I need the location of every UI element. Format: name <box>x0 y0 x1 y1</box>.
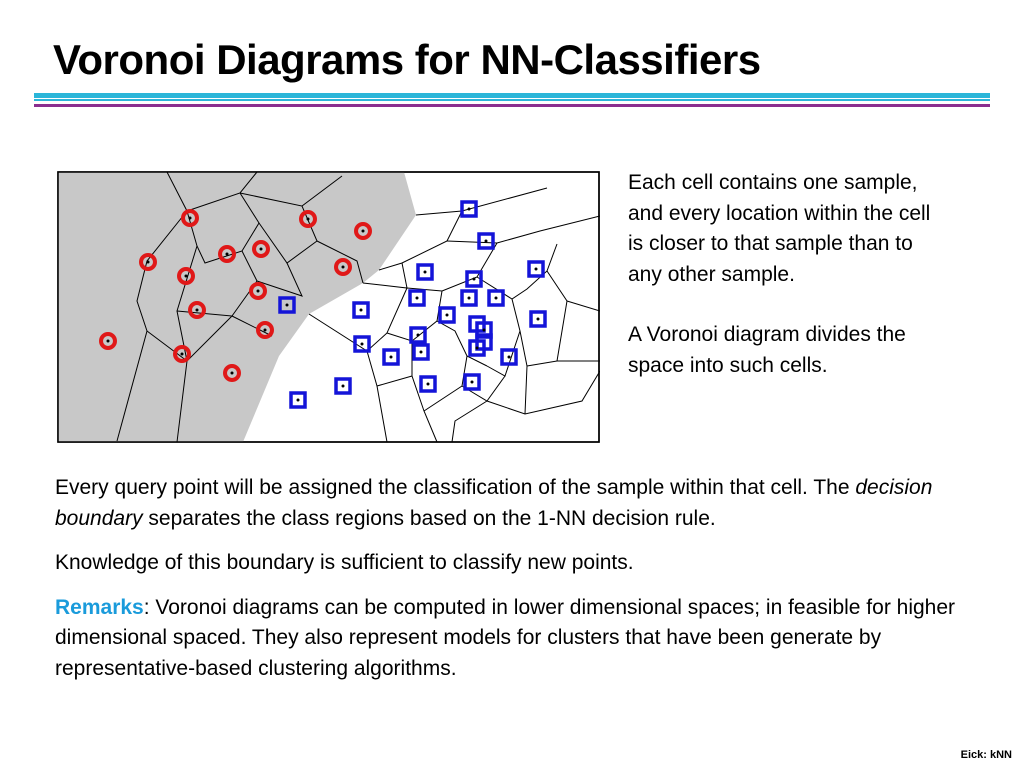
title-underline-cyan-thin <box>34 99 990 101</box>
class-a-marker <box>173 345 191 363</box>
class-b-marker <box>416 263 434 281</box>
body-text: Every query point will be assigned the c… <box>55 473 975 698</box>
decision-boundary-term: decision boundary <box>55 476 933 530</box>
class-b-marker <box>419 375 437 393</box>
class-b-marker <box>529 310 547 328</box>
body-paragraph-2: Knowledge of this boundary is sufficient… <box>55 551 634 574</box>
class-b-marker <box>278 296 296 314</box>
class-b-marker <box>352 301 370 319</box>
class-b-marker <box>475 321 493 339</box>
title-underline-purple <box>34 104 990 107</box>
class-b-marker <box>468 339 486 357</box>
class-a-marker <box>354 222 372 240</box>
class-b-marker <box>460 289 478 307</box>
class-b-marker <box>412 343 430 361</box>
side-description: Each cell contains one sample, and every… <box>628 168 938 381</box>
class-a-samples <box>99 209 372 382</box>
class-b-marker <box>382 348 400 366</box>
remarks-label: Remarks <box>55 595 144 619</box>
class-b-marker <box>409 326 427 344</box>
class-b-marker <box>289 391 307 409</box>
class-b-marker <box>463 373 481 391</box>
class-a-marker <box>99 332 117 350</box>
class-b-marker <box>487 289 505 307</box>
body-paragraph-1: Every query point will be assigned the c… <box>55 473 975 534</box>
class-a-marker <box>139 253 157 271</box>
class-a-marker <box>249 282 267 300</box>
class-b-marker <box>500 348 518 366</box>
class-b-marker <box>438 306 456 324</box>
class-a-marker <box>252 240 270 258</box>
body-text-run: separates the class regions based on the… <box>142 506 716 530</box>
class-a-marker <box>218 245 236 263</box>
class-b-marker <box>465 270 483 288</box>
class-a-marker <box>334 258 352 276</box>
voronoi-diagram <box>57 171 600 443</box>
voronoi-cell-edges <box>116 171 600 443</box>
footer-label: Eick: kNN <box>960 749 1012 761</box>
title-underline-cyan <box>34 93 990 98</box>
class-b-samples <box>278 200 547 409</box>
remarks-paragraph: Remarks: Voronoi diagrams can be compute… <box>55 593 975 685</box>
side-paragraph: Each cell contains one sample, and every… <box>628 171 931 286</box>
side-paragraph: A Voronoi diagram divides the space into… <box>628 323 906 377</box>
slide-title: Voronoi Diagrams for NN-Classifiers <box>53 36 761 83</box>
class-b-marker <box>334 377 352 395</box>
body-text-run: Every query point will be assigned the c… <box>55 476 856 499</box>
class-a-marker <box>188 301 206 319</box>
class-a-marker <box>299 210 317 228</box>
class-a-region <box>58 172 416 442</box>
class-a-marker <box>223 364 241 382</box>
class-a-marker <box>177 267 195 285</box>
class-b-marker <box>527 260 545 278</box>
class-a-marker <box>181 209 199 227</box>
class-a-marker <box>256 321 274 339</box>
class-b-marker <box>477 232 495 250</box>
class-b-marker <box>408 289 426 307</box>
class-b-marker <box>353 335 371 353</box>
remarks-text: : Voronoi diagrams can be computed in lo… <box>55 595 956 680</box>
class-b-marker <box>460 200 478 218</box>
